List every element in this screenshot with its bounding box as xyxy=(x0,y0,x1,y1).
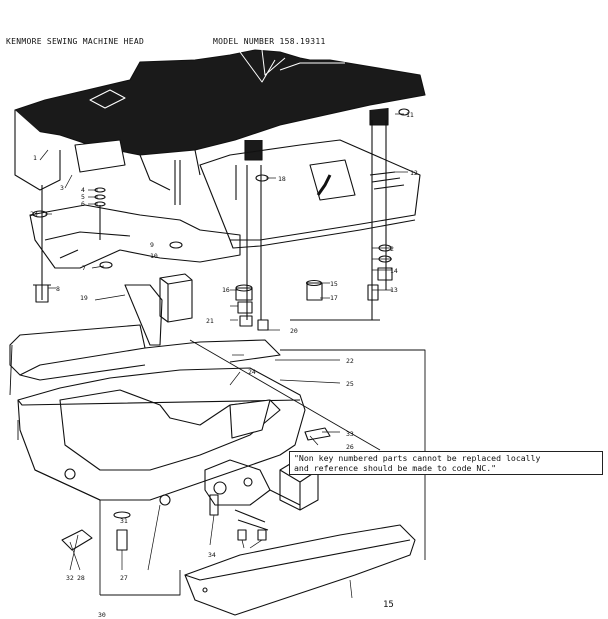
bottom-hardware xyxy=(61,468,267,551)
page-code: 15 xyxy=(383,600,394,610)
callout-22: 22 xyxy=(346,357,354,365)
callout-23: 23 xyxy=(30,210,38,218)
callout-1: 1 xyxy=(33,154,37,162)
callout-13: 13 xyxy=(390,286,398,294)
callout-16: 16 xyxy=(222,286,230,294)
model-number: MODEL NUMBER 158.19311 xyxy=(213,37,326,46)
callout-19: 19 xyxy=(80,294,88,302)
motor-block xyxy=(124,273,193,346)
callout-32: 32 xyxy=(66,574,74,582)
callout-4: 4 xyxy=(81,186,85,194)
base-rail xyxy=(9,324,281,381)
base-tray xyxy=(17,367,306,501)
callout-24: 24 xyxy=(248,368,256,376)
callout-7: 7 xyxy=(82,264,86,272)
upper-bed-cover xyxy=(29,139,421,269)
callout-17: 17 xyxy=(330,294,338,302)
callout-30: 30 xyxy=(98,611,106,619)
replacement-note: "Non key numbered parts cannot be replac… xyxy=(289,451,603,475)
small-rail xyxy=(304,427,331,441)
callout-31: 31 xyxy=(120,517,128,525)
lower-mechanism xyxy=(204,459,301,531)
callout-28: 28 xyxy=(77,574,85,582)
callout-27: 27 xyxy=(120,574,128,582)
callout-21: 21 xyxy=(206,317,214,325)
callout-15: 15 xyxy=(330,280,338,288)
callout-10: 10 xyxy=(150,252,158,260)
note-line-1: "Non key numbered parts cannot be replac… xyxy=(294,453,541,463)
callout-9: 9 xyxy=(150,241,154,249)
note-line-2: and reference should be made to code NC.… xyxy=(294,463,497,473)
callout-12: 12 xyxy=(410,169,418,177)
callout-6: 6 xyxy=(81,200,85,208)
callout-33: 33 xyxy=(346,430,354,438)
callout-3: 3 xyxy=(60,184,64,192)
callout-11: 11 xyxy=(406,111,414,119)
callout-18: 18 xyxy=(278,175,286,183)
callout-20: 20 xyxy=(290,327,298,335)
frame-lines xyxy=(9,319,426,596)
diagram-title: KENMORE SEWING MACHINE HEAD xyxy=(6,37,145,46)
callout-5: 5 xyxy=(81,193,85,201)
callout-34: 34 xyxy=(208,551,216,559)
callout-2: 2 xyxy=(390,245,394,253)
callout-25: 25 xyxy=(346,380,354,388)
callout-14: 14 xyxy=(390,267,398,275)
machine-head-arm xyxy=(14,49,426,191)
callout-8: 8 xyxy=(56,285,60,293)
callout-26: 26 xyxy=(346,443,354,451)
bottom-plate xyxy=(184,524,416,616)
